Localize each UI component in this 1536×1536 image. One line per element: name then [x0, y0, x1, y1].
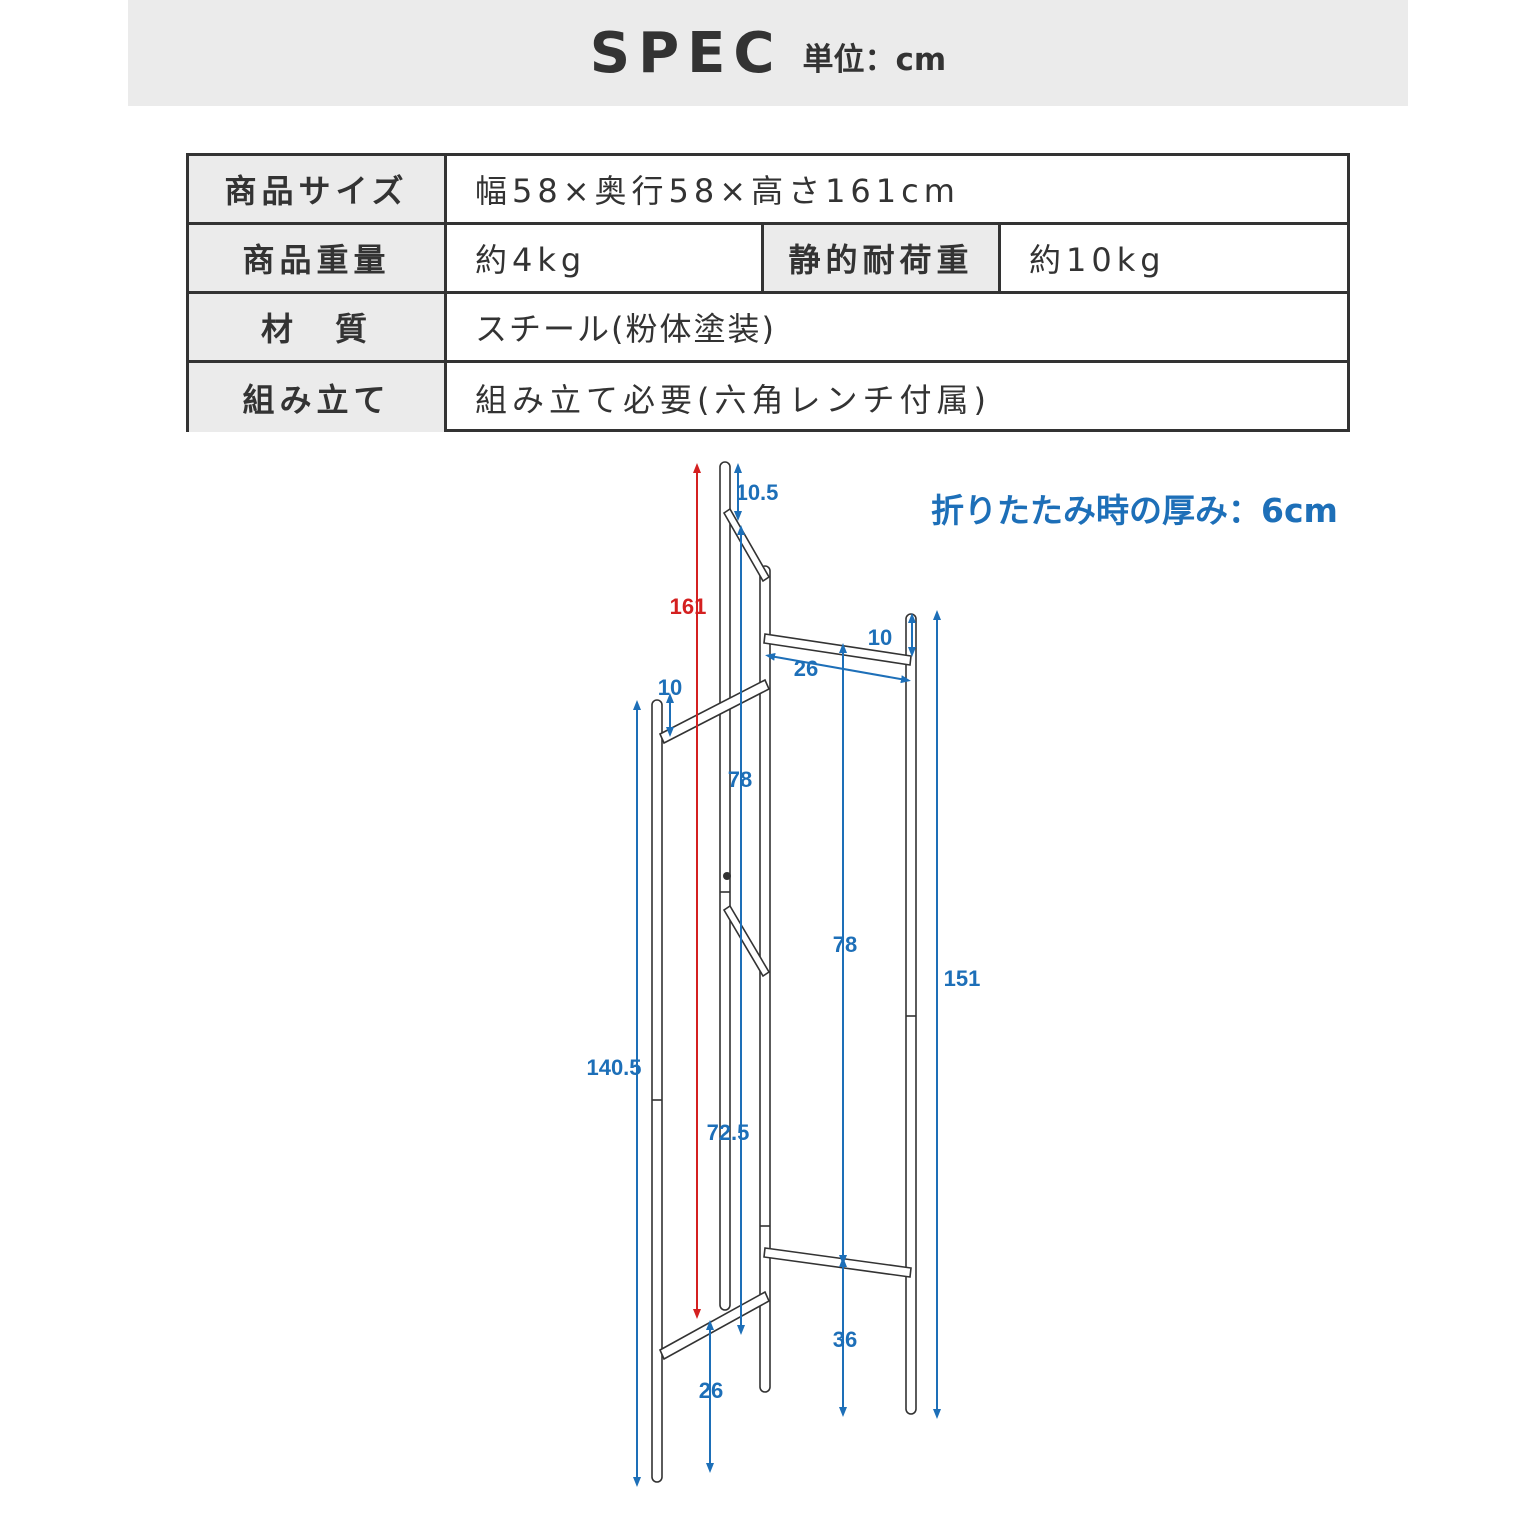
- unit-label: 単位：cm: [802, 41, 947, 78]
- right-lower-bar: [763, 1247, 912, 1278]
- size-label: 商品サイズ: [189, 156, 447, 222]
- right-span-label: 78: [833, 932, 857, 957]
- dimension-lines: [633, 463, 941, 1487]
- right-bottom-label: 36: [833, 1327, 857, 1352]
- spec-row-weight: 商品重量 約4kg 静的耐荷重 約10kg: [189, 225, 1347, 294]
- load-value: 約10kg: [1029, 241, 1166, 279]
- spec-table: 商品サイズ 幅58×奥行58×高さ161cm 商品重量 約4kg 静的耐荷重 約…: [186, 153, 1350, 432]
- top-offset-center-label: 10.5: [736, 480, 779, 505]
- right-height-label: 151: [944, 966, 981, 991]
- spec-row-material: 材 質 スチール(粉体塗装): [189, 294, 1347, 363]
- center-upper-brace: [722, 507, 771, 583]
- spec-row-assembly: 組み立て 組み立て必要(六角レンチ付属): [189, 363, 1347, 432]
- size-value: 幅58×奥行58×高さ161cm: [475, 172, 960, 210]
- spec-row-size: 商品サイズ 幅58×奥行58×高さ161cm: [189, 156, 1347, 225]
- folded-thickness-note: 折りたたみ時の厚み：6cm: [931, 491, 1338, 530]
- material-value: スチール(粉体塗装): [475, 310, 776, 348]
- hinge-bolt: [723, 872, 731, 880]
- spec-header: SPEC 単位：cm: [128, 0, 1408, 106]
- center-upper-span-label: 78: [728, 767, 752, 792]
- rack-dimension-diagram: 161 10.5 78 72.5 10 140.5 26 10 26 78 36…: [586, 461, 981, 1487]
- top-offset-right-label: 10: [868, 625, 892, 650]
- material-label: 材 質: [189, 294, 447, 360]
- top-offset-left-label: 10: [658, 675, 682, 700]
- right-pole: [905, 613, 917, 1415]
- center-front-pole: [759, 565, 771, 1393]
- bar-depth-right-label: 26: [794, 656, 818, 681]
- bar-depth-left-label: 26: [699, 1378, 723, 1403]
- load-label: 静的耐荷重: [761, 225, 1001, 291]
- spec-title: SPEC: [589, 20, 783, 86]
- assembly-label: 組み立て: [189, 363, 447, 432]
- center-back-pole: [719, 461, 731, 1311]
- center-lower-span-label: 72.5: [707, 1120, 750, 1145]
- assembly-value: 組み立て必要(六角レンチ付属): [475, 380, 991, 419]
- left-lower-bar: [658, 1290, 771, 1361]
- weight-value: 約4kg: [475, 241, 587, 279]
- left-pole: [651, 699, 663, 1483]
- left-height-label: 140.5: [586, 1055, 641, 1080]
- total-height-label: 161: [670, 594, 707, 619]
- center-lower-brace: [722, 904, 771, 978]
- weight-label: 商品重量: [189, 225, 447, 291]
- pole-joints: [652, 891, 916, 1227]
